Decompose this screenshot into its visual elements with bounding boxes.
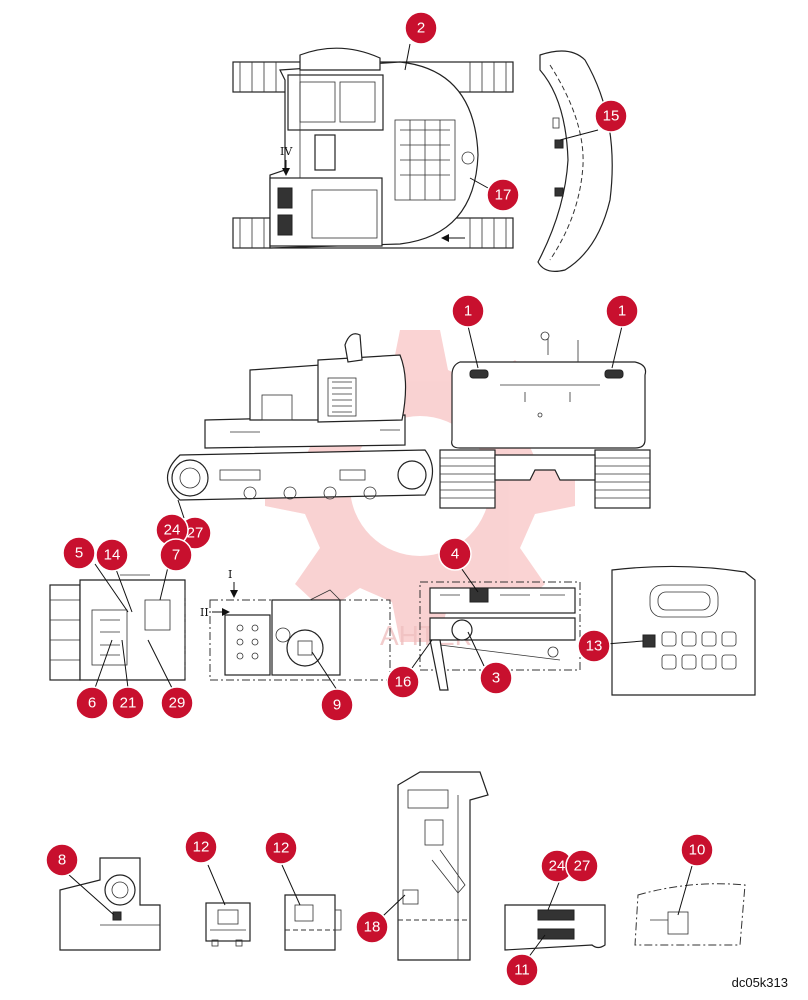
svg-text:11: 11	[514, 962, 530, 979]
callout-10: 10	[680, 833, 714, 867]
svg-text:8: 8	[58, 852, 66, 869]
detail-hydraulic-drawing: I II	[200, 568, 391, 681]
svg-text:7: 7	[172, 547, 180, 564]
callout-9: 9	[320, 688, 354, 722]
callout-8: 8	[45, 843, 79, 877]
document-code: dc05k313	[731, 975, 788, 990]
detail-10-drawing	[634, 883, 746, 946]
svg-text:2: 2	[417, 20, 425, 37]
detail-12b-drawing	[284, 894, 342, 951]
counterweight-drawing	[537, 50, 613, 272]
svg-text:10: 10	[689, 842, 706, 859]
svg-text:12: 12	[273, 840, 290, 857]
view-marker-iv: IV	[280, 145, 293, 158]
svg-text:1: 1	[618, 303, 626, 320]
svg-text:13: 13	[586, 638, 603, 655]
detail-18-drawing	[397, 771, 489, 961]
leader-lines	[67, 43, 693, 959]
svg-text:12: 12	[193, 839, 210, 856]
svg-text:24: 24	[164, 522, 181, 539]
svg-text:3: 3	[492, 670, 500, 687]
svg-text:4: 4	[451, 546, 459, 563]
detail-12a-drawing	[205, 902, 251, 947]
callout-27-bottom: 27	[565, 849, 599, 883]
callout-18: 18	[355, 910, 389, 944]
callout-1-side: 1	[451, 294, 485, 328]
svg-text:9: 9	[333, 697, 341, 714]
side-view-drawing	[166, 333, 434, 501]
callout-21: 21	[111, 686, 145, 720]
svg-text:18: 18	[364, 919, 381, 936]
rear-view-drawing	[439, 331, 651, 509]
svg-text:17: 17	[495, 187, 512, 204]
svg-text:5: 5	[75, 545, 83, 562]
svg-text:27: 27	[574, 858, 591, 875]
svg-text:29: 29	[169, 695, 186, 712]
callout-14: 14	[95, 538, 129, 572]
callout-13: 13	[577, 629, 611, 663]
callout-12-right: 12	[264, 831, 298, 865]
callout-5: 5	[62, 536, 96, 570]
top-view-drawing: IV	[232, 47, 514, 249]
detail-left-drawing	[49, 574, 186, 681]
svg-text:6: 6	[88, 695, 96, 712]
svg-text:24: 24	[549, 858, 566, 875]
callout-15: 15	[594, 99, 628, 133]
callout-7: 7	[159, 538, 193, 572]
callout-29: 29	[160, 686, 194, 720]
callout-4: 4	[438, 537, 472, 571]
svg-text:1: 1	[464, 303, 472, 320]
svg-text:27: 27	[187, 525, 204, 542]
callout-1-rear: 1	[605, 294, 639, 328]
detail-frame-drawing	[419, 581, 581, 691]
detail-24-27-11-drawing	[504, 904, 606, 951]
view-marker-i: I	[228, 568, 232, 581]
svg-text:16: 16	[395, 674, 412, 691]
callout-11: 11	[505, 953, 539, 987]
callout-2: 2	[404, 11, 438, 45]
callout-6: 6	[75, 686, 109, 720]
svg-text:14: 14	[104, 547, 121, 564]
svg-text:21: 21	[120, 695, 137, 712]
callout-16: 16	[386, 665, 420, 699]
detail-panel-drawing	[611, 565, 756, 696]
callout-12-left: 12	[184, 830, 218, 864]
callout-17: 17	[486, 178, 520, 212]
view-marker-ii: II	[200, 606, 209, 619]
detail-8-drawing	[59, 857, 161, 951]
svg-text:15: 15	[603, 108, 620, 125]
callout-3: 3	[479, 661, 513, 695]
